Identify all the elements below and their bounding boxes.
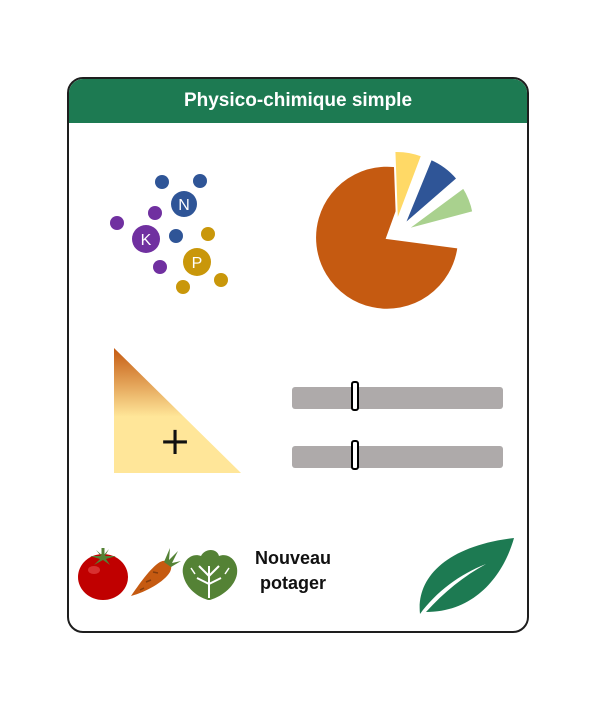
- phosphorus-dots: [176, 227, 228, 294]
- phosphorus-label: P: [192, 255, 203, 272]
- tomato-icon: [78, 548, 128, 600]
- npk-molecules-icon: N K P: [110, 174, 228, 294]
- card-header: Physico-chimique simple: [69, 79, 527, 123]
- nitrogen-dots: [155, 174, 207, 243]
- slider-track: [292, 387, 503, 409]
- pie-slice-green: [405, 185, 475, 231]
- exploded-pie-chart-icon: [314, 149, 475, 311]
- pie-slice-main: [314, 164, 460, 311]
- leaf-icon: [419, 538, 514, 614]
- sliders-group: [292, 380, 504, 476]
- slider-thumb[interactable]: [351, 381, 360, 411]
- slider-1[interactable]: [292, 381, 503, 411]
- slider-track: [292, 446, 503, 468]
- nitrogen-label: N: [178, 197, 190, 214]
- potassium-label: K: [141, 232, 152, 249]
- pie-slice-blue: [403, 157, 459, 226]
- gradient-triangle: [114, 348, 241, 473]
- slider-thumb[interactable]: [351, 440, 360, 470]
- carrot-icon: [131, 548, 181, 596]
- potassium-dots: [110, 206, 167, 274]
- garden-label: Nouveau potager: [254, 548, 332, 593]
- card: Physico-chimique simple: [67, 77, 529, 633]
- pie-slice-yellow: [393, 149, 424, 223]
- gradient-triangle-plus-icon: +: [114, 348, 241, 473]
- slider-2[interactable]: [292, 440, 503, 470]
- plus-symbol: +: [159, 419, 191, 463]
- lettuce-icon: [182, 550, 238, 600]
- card-title: Physico-chimique simple: [183, 90, 413, 111]
